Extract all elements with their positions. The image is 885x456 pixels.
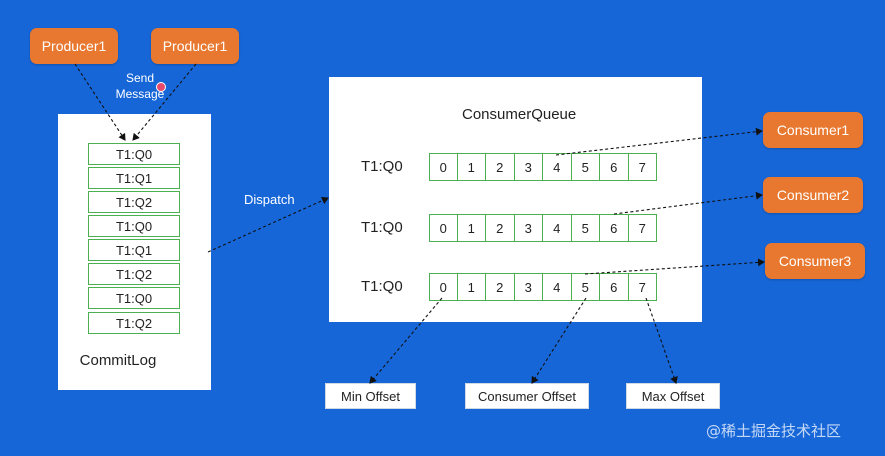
row2-to-consumer2-arrow	[613, 191, 763, 215]
queue-cell: 0	[429, 214, 458, 242]
commitlog-cell: T1:Q1	[88, 239, 180, 261]
producer2-to-commitlog-arrow	[132, 63, 197, 141]
commitlog-cell: T1:Q0	[88, 287, 180, 309]
queue-cell: 0	[429, 153, 458, 181]
queue-cell: 7	[628, 214, 657, 242]
commitlog-cell: T1:Q2	[88, 263, 180, 285]
consumerqueue-title: ConsumerQueue	[462, 106, 577, 123]
queue-cell: 6	[600, 273, 629, 301]
queue-cell: 6	[600, 153, 629, 181]
send-message-label: Send Message	[115, 71, 165, 101]
commitlog-cell: T1:Q2	[88, 191, 180, 213]
queue-cell: 3	[514, 273, 543, 301]
queue-cell: 3	[514, 153, 543, 181]
max-offset-box: Max Offset	[626, 383, 720, 409]
queue-cell: 1	[457, 273, 486, 301]
commitlog-cell: T1:Q0	[88, 143, 180, 165]
queue-row-label: T1:Q0	[361, 278, 403, 295]
queue-cell: 2	[486, 273, 515, 301]
consumerqueue-panel	[329, 77, 702, 322]
queue-row-label: T1:Q0	[361, 158, 403, 175]
row3-to-consumer3-arrow	[584, 258, 765, 275]
queue-cell: 5	[571, 153, 600, 181]
consumer-box-3: Consumer3	[765, 243, 865, 279]
dispatch-arrow	[207, 196, 329, 253]
min-offset-box: Min Offset	[325, 383, 416, 409]
queue-cell: 2	[486, 153, 515, 181]
queue-cell: 0	[429, 273, 458, 301]
queue-cell: 4	[543, 273, 572, 301]
queue-cell: 3	[514, 214, 543, 242]
consumer-offset-arrow	[531, 297, 587, 384]
queue-cell: 1	[457, 214, 486, 242]
consumer-box-1: Consumer1	[763, 112, 863, 148]
cursor-dot-icon	[156, 82, 166, 92]
commitlog-cell: T1:Q2	[88, 312, 180, 334]
commitlog-label: CommitLog	[79, 352, 157, 369]
queue-cell: 1	[457, 153, 486, 181]
queue-cell: 4	[543, 214, 572, 242]
producer1-to-commitlog-arrow	[74, 63, 126, 141]
queue-cell: 5	[571, 214, 600, 242]
producer-box-1: Producer1	[30, 28, 118, 64]
queue-cell: 4	[543, 153, 572, 181]
row1-to-consumer1-arrow	[555, 127, 763, 156]
commitlog-cell: T1:Q1	[88, 167, 180, 189]
queue-cell: 7	[628, 273, 657, 301]
dispatch-label: Dispatch	[244, 192, 295, 207]
watermark-text: @稀土掘金技术社区	[706, 422, 842, 440]
producer-box-2: Producer1	[151, 28, 239, 64]
consumer-box-2: Consumer2	[763, 177, 863, 213]
queue-row-label: T1:Q0	[361, 219, 403, 236]
queue-cell: 2	[486, 214, 515, 242]
consumer-offset-box: Consumer Offset	[465, 383, 589, 409]
commitlog-cell: T1:Q0	[88, 215, 180, 237]
queue-cell: 7	[628, 153, 657, 181]
min-offset-arrow	[369, 297, 443, 384]
max-offset-arrow	[645, 297, 678, 384]
